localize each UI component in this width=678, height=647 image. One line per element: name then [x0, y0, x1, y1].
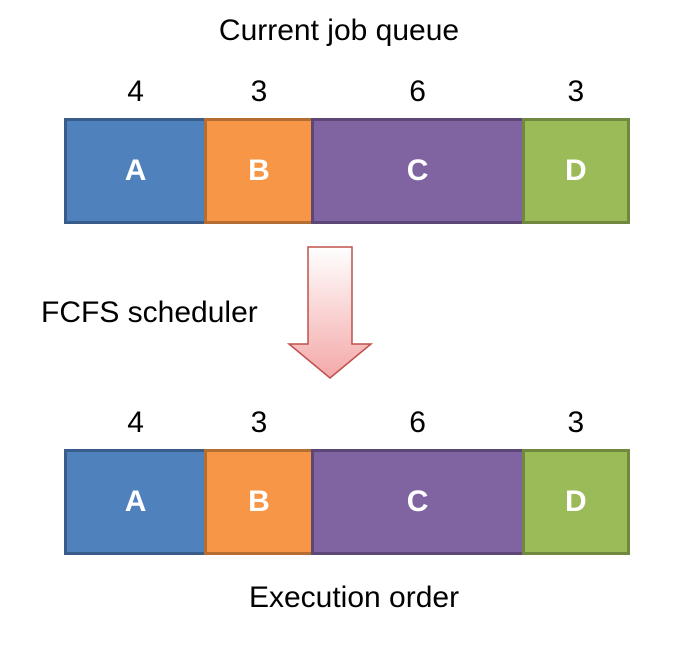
execution-order-bar: 4 A 3 B 6 C 3 D	[64, 408, 630, 555]
queue-job-d-label: D	[564, 154, 587, 187]
exec-job-a: 4 A	[64, 408, 208, 555]
queue-job-b: 3 B	[204, 77, 314, 224]
exec-job-b: 3 B	[204, 408, 314, 555]
exec-job-b-duration: 3	[250, 406, 268, 439]
queue-job-d-duration: 3	[567, 75, 585, 108]
scheduler-label: FCFS scheduler	[41, 296, 258, 329]
queue-job-b-duration: 3	[250, 75, 268, 108]
exec-job-c: 6 C	[310, 408, 525, 555]
queue-job-a-duration: 4	[127, 75, 144, 108]
queue-job-a-label: A	[124, 154, 147, 187]
down-arrow-icon	[286, 246, 374, 379]
exec-job-d: 3 D	[521, 408, 630, 555]
job-queue-bar: 4 A 3 B 6 C 3 D	[64, 77, 630, 224]
execution-caption: Execution order	[248, 581, 460, 614]
queue-job-c-label: C	[406, 154, 429, 187]
queue-caption: Current job queue	[218, 14, 460, 47]
queue-job-a: 4 A	[64, 77, 208, 224]
queue-job-c: 6 C	[310, 77, 525, 224]
exec-job-d-duration: 3	[567, 406, 585, 439]
queue-job-b-label: B	[248, 154, 270, 187]
exec-job-b-label: B	[248, 485, 270, 518]
exec-job-d-label: D	[564, 485, 587, 518]
queue-job-d: 3 D	[521, 77, 630, 224]
exec-job-c-label: C	[406, 485, 429, 518]
exec-job-a-label: A	[124, 485, 147, 518]
exec-job-c-duration: 6	[409, 406, 426, 439]
exec-job-a-duration: 4	[127, 406, 144, 439]
queue-job-c-duration: 6	[409, 75, 426, 108]
